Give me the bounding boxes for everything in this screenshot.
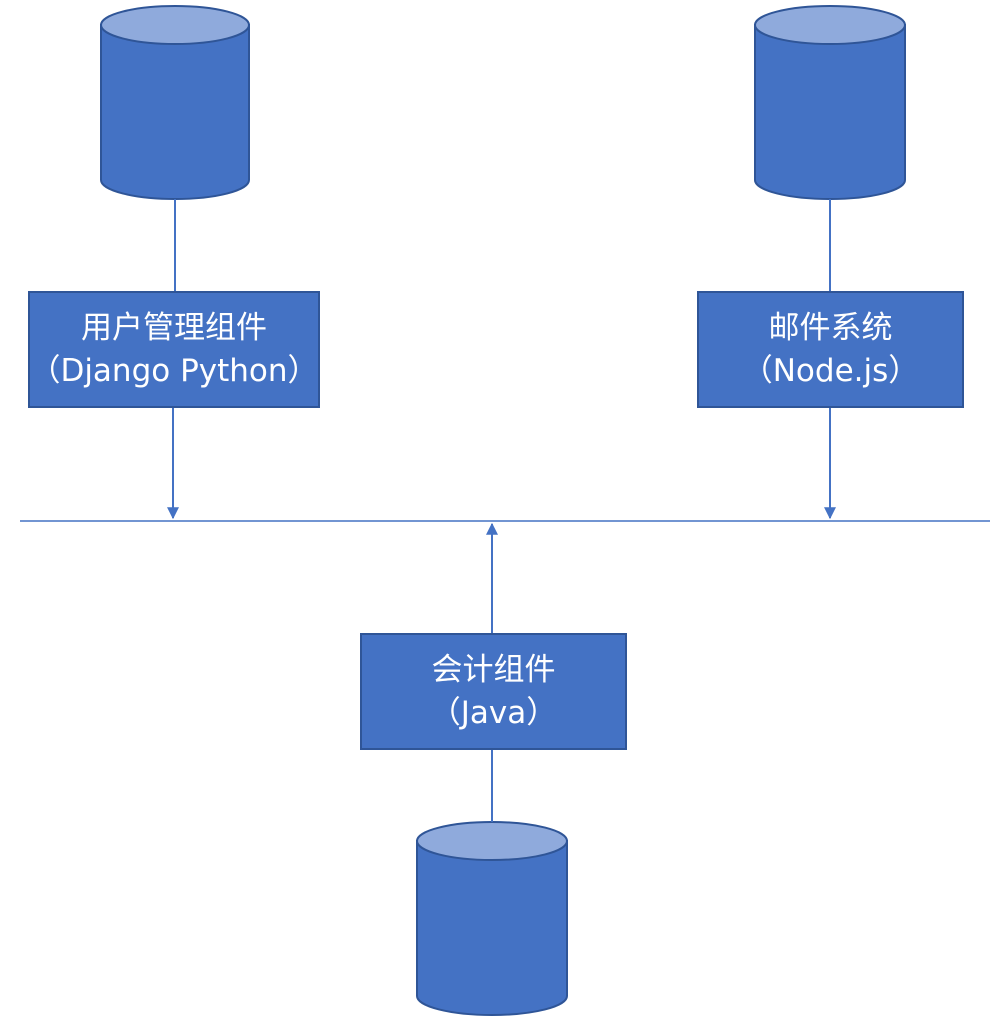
mail-database-icon <box>754 5 906 200</box>
user-management-name: 用户管理组件 <box>81 309 267 346</box>
accounting-database-icon <box>416 821 568 1016</box>
mail-system-name: 邮件系统 <box>768 309 893 346</box>
accounting-tech: （Java） <box>429 694 558 731</box>
user-management-tech: （Django Python） <box>29 352 319 389</box>
mail-system-component[interactable]: 邮件系统 （Node.js） <box>697 291 964 408</box>
user-database-icon <box>100 5 250 200</box>
mail-system-tech: （Node.js） <box>741 352 920 389</box>
accounting-name: 会计组件 <box>431 651 556 688</box>
accounting-component[interactable]: 会计组件 （Java） <box>360 633 627 750</box>
user-management-component[interactable]: 用户管理组件 （Django Python） <box>28 291 320 408</box>
